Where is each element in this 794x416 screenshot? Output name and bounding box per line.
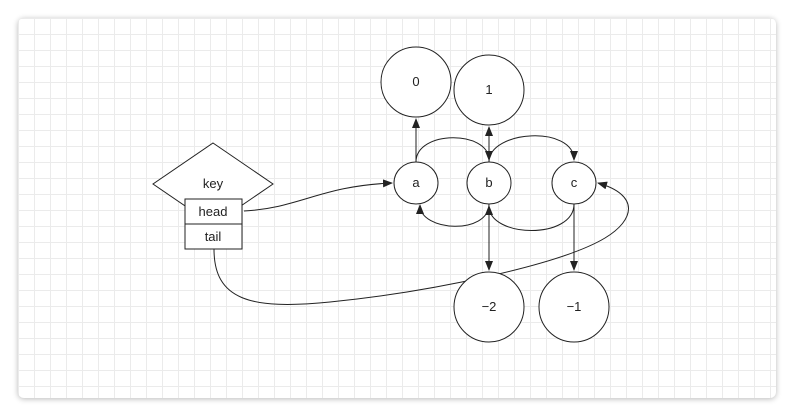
tail-label: tail [205, 229, 222, 244]
tail-cell[interactable]: tail [184, 223, 243, 250]
node-minus-one[interactable]: −1 [538, 271, 610, 343]
node-minus-two-label: −2 [482, 299, 497, 314]
node-a[interactable]: a [393, 161, 439, 205]
node-c-circle [551, 161, 597, 205]
head-cell[interactable]: head [184, 198, 243, 225]
node-a-circle [393, 161, 439, 205]
edges [213, 118, 629, 305]
node-zero[interactable]: 0 [380, 46, 452, 118]
node-minus-two-circle [453, 271, 525, 343]
node-zero-circle [380, 46, 452, 118]
node-c[interactable]: c [551, 161, 597, 205]
tail-box [184, 223, 243, 250]
node-b-label: b [485, 175, 492, 190]
key-label: key [203, 176, 224, 191]
node-b-circle [466, 161, 512, 205]
edge-b-to-a [416, 203, 490, 227]
node-one-circle [453, 54, 525, 126]
edge-a-to-b [415, 137, 493, 163]
edge-c-to-b [485, 203, 575, 231]
node-minus-one-label: −1 [567, 299, 582, 314]
edge-head-to-a [243, 179, 393, 212]
node-one[interactable]: 1 [453, 54, 525, 126]
node-b[interactable]: b [466, 161, 512, 205]
node-minus-two[interactable]: −2 [453, 271, 525, 343]
node-minus-one-circle [538, 271, 610, 343]
edge-b-to-c [488, 135, 578, 163]
head-label: head [199, 204, 228, 219]
node-a-label: a [412, 175, 420, 190]
node-one-label: 1 [485, 82, 492, 97]
node-zero-label: 0 [412, 74, 419, 89]
node-c-label: c [571, 175, 578, 190]
